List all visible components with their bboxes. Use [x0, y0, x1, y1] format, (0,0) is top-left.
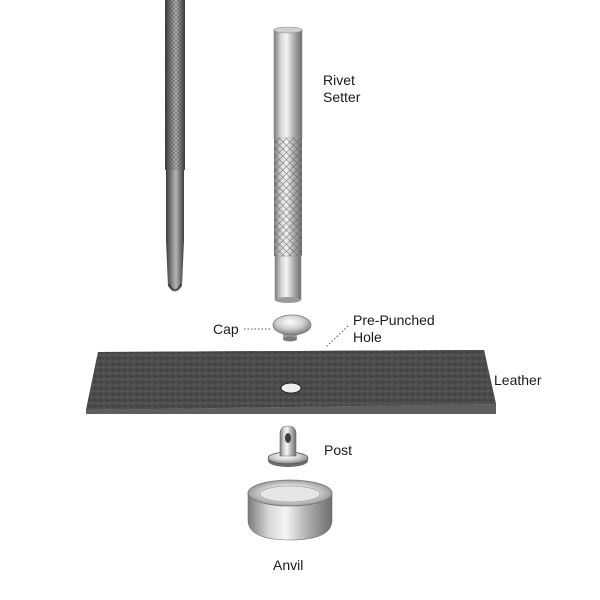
leather-label: Leather — [494, 372, 542, 388]
hole-leader-line — [325, 325, 349, 348]
pre-punched-hole-label: Pre-Punched Hole — [353, 312, 435, 345]
anvil-label: Anvil — [273, 557, 304, 573]
rivet-setter-label: Rivet Setter — [323, 72, 361, 105]
cap-label: Cap — [213, 321, 239, 337]
pre-punched-hole — [280, 382, 302, 394]
rivet-setter-tool — [273, 26, 303, 303]
leather-strip — [86, 350, 496, 414]
punch-rod — [165, 0, 185, 292]
rivet-post — [267, 425, 309, 467]
rivet-cap — [272, 314, 312, 342]
post-label: Post — [324, 442, 353, 458]
anvil — [247, 479, 333, 541]
